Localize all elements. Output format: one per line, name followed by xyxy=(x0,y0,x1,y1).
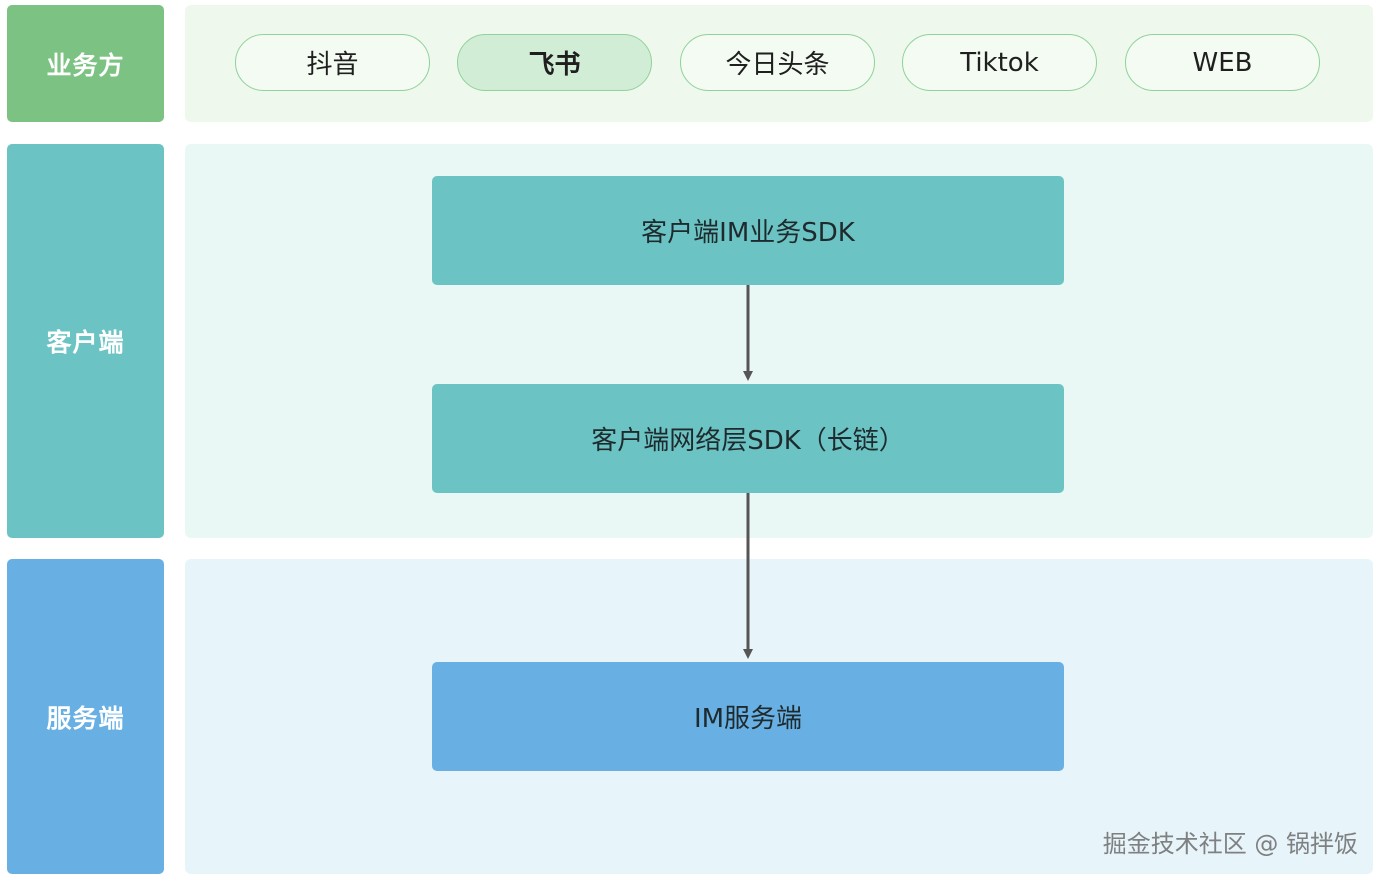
im-server-box: IM服务端 xyxy=(432,662,1064,771)
app-pill-feishu: 飞书 xyxy=(457,34,652,91)
app-pill-tiktok: Tiktok xyxy=(902,34,1097,91)
app-pill-douyin: 抖音 xyxy=(235,34,430,91)
layer-label-server: 服务端 xyxy=(7,559,164,874)
app-pill-toutiao: 今日头条 xyxy=(680,34,875,91)
client-network-sdk-box: 客户端网络层SDK（长链） xyxy=(432,384,1064,493)
watermark: 掘金技术社区 @ 锅拌饭 xyxy=(1102,830,1358,858)
layer-label-client: 客户端 xyxy=(7,144,164,538)
client-im-sdk-box: 客户端IM业务SDK xyxy=(432,176,1064,285)
layer-label-business: 业务方 xyxy=(7,5,164,122)
app-pill-web: WEB xyxy=(1125,34,1320,91)
